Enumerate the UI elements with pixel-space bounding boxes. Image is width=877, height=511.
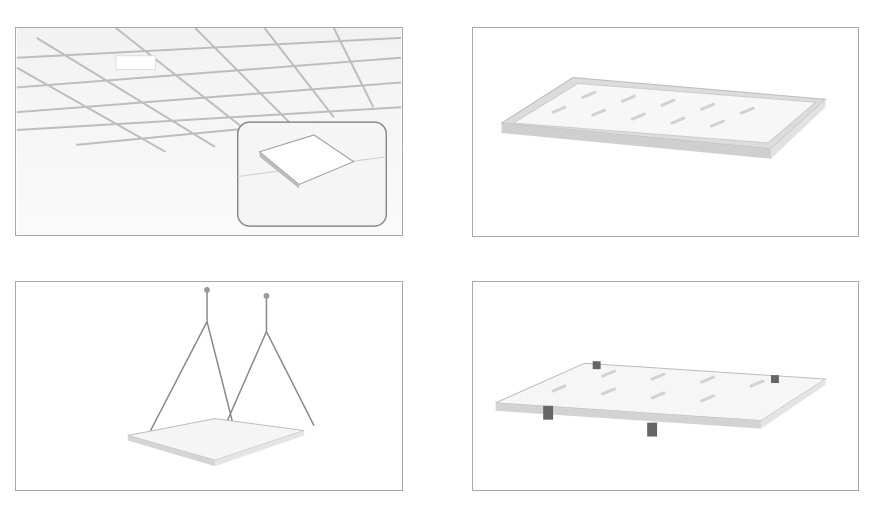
clip-mount-illustration [472,281,859,491]
ceiling-grid-icon [16,28,402,235]
suspension-icon [127,286,315,467]
surface-frame-icon [500,77,827,159]
inset-detail [236,121,388,227]
suspended-illustration [15,281,403,491]
clip-mount-icon [495,361,827,437]
surface-mount-illustration [472,27,859,237]
recessed-ceiling-illustration [15,27,403,236]
